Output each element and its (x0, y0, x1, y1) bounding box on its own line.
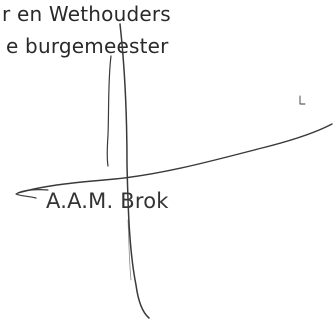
text-line-burgemeester: e burgemeester (6, 34, 169, 58)
text-line-college: r en Wethouders (2, 2, 171, 26)
signatory-name: A.A.M. Brok (46, 189, 169, 213)
